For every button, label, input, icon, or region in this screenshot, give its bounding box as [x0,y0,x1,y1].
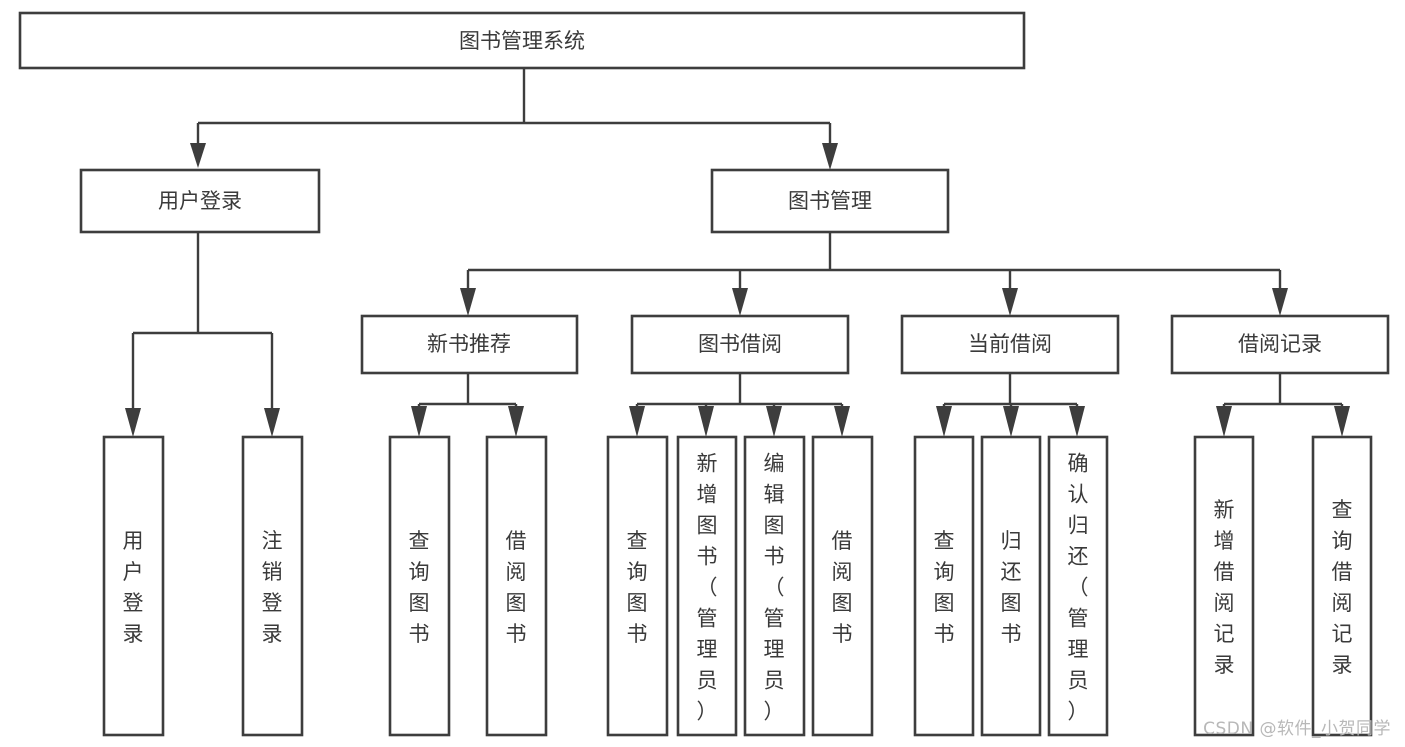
node-leaf-query-book-2[interactable] [606,435,669,737]
node-book-borrow[interactable]: 图书借阅 [630,314,850,375]
node-leaf-borrow-book-2[interactable] [811,435,874,737]
arrowhead-leaf-edit-book [766,406,782,437]
node-borrow-record[interactable]: 借阅记录 [1170,314,1390,375]
node-leaf-add-record-box[interactable] [1193,435,1255,737]
node-book-manage[interactable]: 图书管理 [710,168,950,234]
leaf-label: 确认归还（管理员） [1068,452,1089,724]
arrowhead-book-borrow [732,288,748,316]
node-leaf-return-book-box[interactable] [980,435,1042,737]
node-root-box[interactable] [18,11,1026,70]
node-leaf-borrow-book-2-box[interactable] [811,435,874,737]
node-leaf-add-book-box[interactable] [676,435,738,737]
connector-group-root [190,68,838,170]
node-leaf-return-book[interactable] [980,435,1042,737]
leaf-label: 查询图书 [934,529,955,646]
node-new-book-rec-label: 新书推荐 [427,332,511,356]
arrowhead-leaf-query-book-2 [629,406,645,437]
node-leaf-query-book-1-box[interactable] [388,435,451,737]
node-root-label: 图书管理系统 [459,29,585,53]
node-leaf-add-book[interactable] [676,435,738,737]
arrowhead-bookmanage [822,143,838,170]
connector-group-currentborrow [936,373,1085,437]
arrowhead-leaf-confirm-return [1069,406,1085,437]
leaf-label: 借阅图书 [506,529,527,646]
arrowhead-leaf-query-book-1 [411,406,427,437]
arrowhead-borrow-record [1272,288,1288,316]
connector-group-bookborrow [629,373,850,437]
node-current-borrow[interactable]: 当前借阅 [900,314,1120,375]
node-leaf-borrow-book-1-box[interactable] [485,435,548,737]
arrowhead-current-borrow [1002,288,1018,316]
node-leaf-user-login-box[interactable] [102,435,165,737]
node-book-manage-label: 图书管理 [788,189,872,213]
arrowhead-leaf-add-book [698,406,714,437]
arrowhead-leaf-borrow-book-2 [834,406,850,437]
node-leaf-confirm-return[interactable] [1047,435,1109,737]
node-leaf-query-record[interactable] [1311,435,1373,737]
leaf-label: 归还图书 [1001,529,1022,646]
node-leaf-edit-book[interactable] [743,435,806,737]
node-leaf-query-book-2-box[interactable] [606,435,669,737]
node-new-book-rec-box[interactable] [360,314,579,375]
connector-group-bookmanage [460,232,1288,316]
node-book-manage-box[interactable] [710,168,950,234]
node-leaf-add-record[interactable] [1193,435,1255,737]
connector-group-userlogin [125,233,280,437]
node-borrow-record-label: 借阅记录 [1238,332,1322,356]
node-leaf-query-book-1[interactable] [388,435,451,737]
arrowhead-leaf-add-record [1216,406,1232,437]
arrowhead-leaf-return-book [1003,406,1019,437]
node-leaf-edit-book-box[interactable] [743,435,806,737]
leaf-label: 查询借阅记录 [1332,498,1353,677]
arrowhead-leaf-borrow-book-1 [508,406,524,437]
node-book-borrow-label: 图书借阅 [698,332,782,356]
arrowhead-leaf-query-record [1334,406,1350,437]
leaf-label: 查询图书 [409,529,430,646]
node-leaf-logout-box[interactable] [241,435,304,737]
leaf-label: 编辑图书（管理员） [764,452,785,724]
leaf-label: 查询图书 [627,529,648,646]
node-user-login[interactable]: 用户登录 [79,168,321,234]
node-current-borrow-box[interactable] [900,314,1120,375]
arrowhead-leaf-user-login [125,408,141,437]
leaf-label: 用户登录 [123,529,144,646]
node-leaf-query-record-box[interactable] [1311,435,1373,737]
node-book-borrow-box[interactable] [630,314,850,375]
leaf-label: 新增借阅记录 [1214,498,1235,677]
node-leaf-query-book-3[interactable] [913,435,975,737]
node-leaf-query-book-3-box[interactable] [913,435,975,737]
node-current-borrow-label: 当前借阅 [968,332,1052,356]
leaf-label: 注销登录 [262,529,283,646]
connector-group-newbookrec [411,373,524,437]
leaf-label: 新增图书（管理员） [697,452,718,724]
connector-group-borrowrecord [1216,373,1350,437]
node-user-login-label: 用户登录 [158,189,242,213]
node-leaf-borrow-book-1[interactable] [485,435,548,737]
leaf-label-group: 用户登录 注销登录 查询图书 借阅图书 查询图书 新增图书（管理员） 编辑图书（… [123,452,1353,724]
node-leaf-user-login[interactable] [102,435,165,737]
node-leaf-confirm-return-box[interactable] [1047,435,1109,737]
arrowhead-leaf-query-book-3 [936,406,952,437]
arrowhead-userlogin [190,143,206,168]
node-new-book-rec[interactable]: 新书推荐 [360,314,579,375]
node-leaf-logout[interactable] [241,435,304,737]
node-user-login-box[interactable] [79,168,321,234]
node-root[interactable]: 图书管理系统 [18,11,1026,70]
leaf-label: 借阅图书 [832,529,853,646]
arrowhead-new-book-rec [460,288,476,316]
csdn-watermark: CSDN @软件_小贺同学 [1203,719,1391,739]
node-borrow-record-box[interactable] [1170,314,1390,375]
arrowhead-leaf-logout [264,408,280,437]
